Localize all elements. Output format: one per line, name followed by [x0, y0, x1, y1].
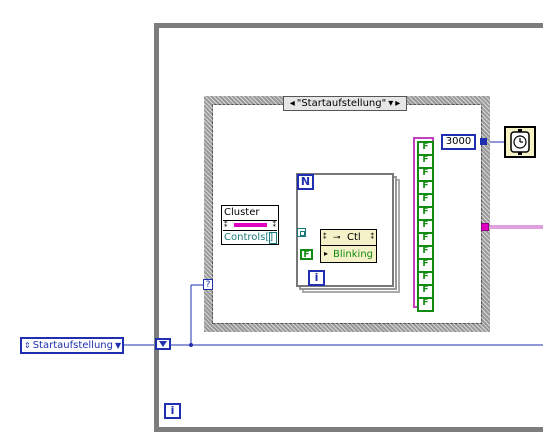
boolean-array-element: F	[417, 193, 434, 208]
increment-decrement-icon[interactable]: ⇕	[24, 341, 31, 350]
chevron-down-icon[interactable]: ▼	[114, 341, 122, 350]
autoindex-tunnel[interactable]	[297, 228, 306, 237]
for-loop-count-label: N	[300, 175, 311, 188]
terminal-icon: ⁑	[224, 221, 228, 229]
boolean-constant[interactable]: F	[300, 249, 313, 260]
output-terminal-icon	[269, 232, 277, 244]
cluster-bar	[234, 223, 267, 227]
cluster-unbundle[interactable]: Cluster ⁑ ⁑ Controls[]	[221, 205, 279, 245]
boolean-array-element: F	[417, 297, 434, 312]
selector-tunnel[interactable]	[155, 338, 171, 350]
property-node[interactable]: ⁑ ⊸ Ctl ⁑ ▸ Blinking	[320, 229, 377, 263]
enum-control[interactable]: ⇕ Startaufstellung ▼	[20, 337, 124, 354]
numeric-constant-value: 3000	[445, 136, 472, 147]
case-selector-label: "Startaufstellung"	[296, 97, 387, 109]
for-loop-iteration-label: i	[314, 271, 319, 284]
decrement-arrow-icon[interactable]: ◂	[289, 98, 295, 109]
property-node-header: ⁑ ⊸ Ctl ⁑	[321, 230, 376, 246]
terminal-icon: ⁑	[272, 221, 277, 229]
key-icon: ⊸	[333, 233, 341, 243]
cluster-field: Controls[]	[224, 232, 274, 243]
for-loop-iteration-terminal: i	[308, 270, 325, 286]
terminal-icon: ⁑	[370, 233, 375, 241]
wait-ms-function[interactable]	[504, 126, 536, 158]
property-node-class: Ctl	[347, 232, 361, 243]
case-selector-terminal[interactable]: ?	[203, 279, 213, 290]
numeric-constant[interactable]: 3000	[441, 134, 476, 150]
case-selector[interactable]: ◂ "Startaufstellung" ▾ ▸	[283, 96, 407, 111]
cluster-output-tunnel[interactable]	[481, 223, 489, 231]
cluster-title: Cluster	[224, 207, 260, 218]
increment-arrow-icon[interactable]: ▾	[388, 98, 394, 109]
while-loop-iteration-label: i	[170, 404, 175, 417]
dropdown-icon	[159, 341, 167, 347]
while-loop[interactable]	[154, 23, 543, 432]
boolean-constant-label: F	[303, 250, 310, 260]
boolean-array-element: F	[417, 245, 434, 260]
property-name: Blinking	[333, 249, 374, 260]
write-arrow-icon: ▸	[324, 249, 329, 258]
chevron-down-icon[interactable]: ▸	[395, 98, 401, 109]
property-row[interactable]: ▸ Blinking	[321, 247, 376, 262]
array-index-icon	[300, 231, 305, 236]
enum-value: Startaufstellung	[32, 339, 113, 351]
cluster-pink-row: ⁑ ⁑	[223, 220, 277, 231]
while-loop-iteration-terminal: i	[164, 403, 181, 419]
for-loop-count-terminal[interactable]: N	[297, 174, 314, 190]
case-selector-terminal-label: ?	[205, 280, 211, 290]
terminal-icon: ⁑	[323, 233, 327, 241]
watch-icon	[510, 129, 530, 155]
wire-terminal	[480, 138, 487, 145]
